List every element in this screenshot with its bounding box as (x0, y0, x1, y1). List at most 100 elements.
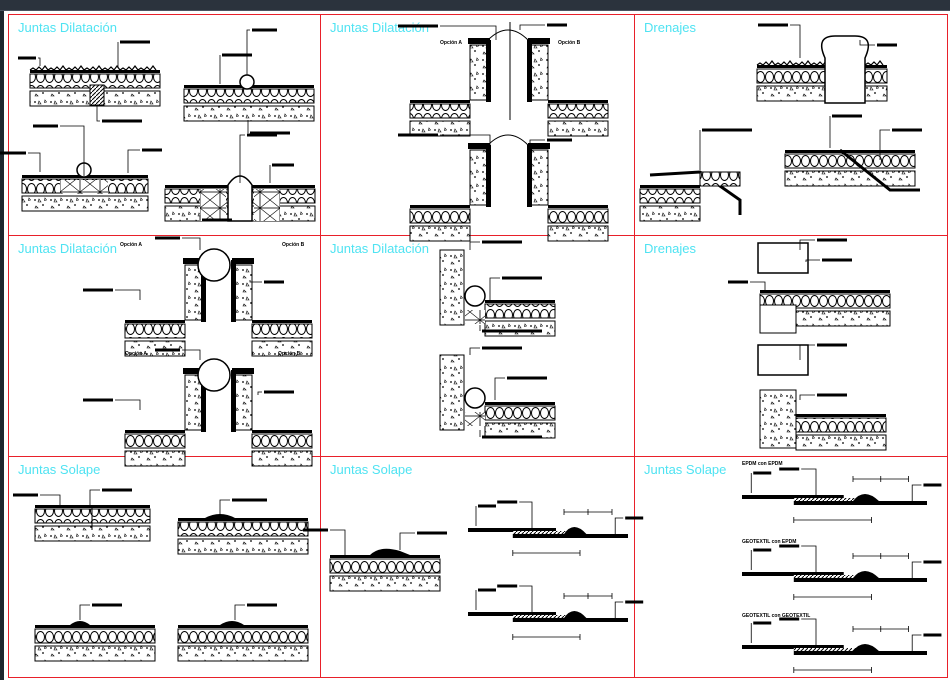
membrane-bottom (793, 651, 927, 655)
panel-title: Juntas Dilatación (18, 241, 117, 256)
annotation-leader (519, 585, 533, 612)
annotation-text (822, 258, 852, 262)
insulation-layer (795, 417, 887, 433)
option-b-label: Opción B (558, 40, 581, 46)
dimension-line (852, 626, 909, 632)
gutter-insulation (699, 171, 741, 187)
upstand-cap (183, 368, 205, 374)
canopy-box (757, 242, 809, 274)
annotation-leader (799, 239, 815, 250)
annotation-text (753, 471, 772, 475)
annotation-text (547, 23, 567, 27)
annotation-text (0, 151, 26, 155)
annotation-text (202, 218, 232, 222)
concrete-slab (177, 645, 309, 662)
annotation-text (497, 584, 518, 588)
annotation-leader (911, 484, 922, 501)
membrane-top (468, 612, 556, 616)
lap-title: GEOTEXTIL con EPDM (742, 539, 796, 545)
membrane-bottom (512, 618, 628, 622)
sealant-bead (70, 621, 90, 625)
joint-profile (197, 358, 231, 392)
annotation-text (482, 435, 542, 439)
annotation-text (779, 617, 800, 621)
concrete-slab (251, 340, 313, 357)
annotation-text (478, 504, 496, 508)
concrete-slab (784, 170, 916, 187)
annotation-leader (440, 134, 491, 148)
annotation-text (398, 24, 438, 28)
upstand-wall (233, 374, 253, 431)
concrete-slab (639, 205, 701, 222)
joint-block (200, 189, 226, 221)
annotation-leader (801, 468, 817, 495)
annotation-leader (519, 501, 533, 528)
insulation-layer (409, 103, 471, 119)
annotation-text (502, 276, 542, 280)
annotation-leader (879, 129, 890, 160)
annotation-leader (28, 152, 41, 172)
insulation-layer (784, 153, 916, 169)
annotation-leader (469, 241, 480, 250)
annotation-text (817, 393, 847, 397)
upstand-cap (528, 38, 550, 44)
sealant-bead (853, 644, 879, 651)
annotation-leader (330, 529, 346, 555)
membrane-layer (30, 70, 160, 73)
dimension-line (852, 553, 909, 559)
panel-title: Drenajes (644, 20, 697, 35)
dimension-line (512, 634, 581, 640)
option-b-label: Opción B (282, 242, 305, 248)
panel-title: Juntas Solape (330, 462, 413, 477)
wall (439, 354, 465, 431)
lap-title: EPDM con EPDM (742, 461, 783, 467)
membrane-bottom (793, 578, 927, 582)
insulation-layer (547, 103, 609, 119)
annotation-text (779, 544, 800, 548)
panel-juntas-solape-3[interactable]: Juntas Solape (634, 456, 948, 678)
upstand-wall (529, 149, 549, 206)
annotation-text (625, 516, 644, 520)
upstand-cap (468, 38, 490, 44)
annotation-text (102, 488, 132, 492)
annotation-text (482, 240, 522, 244)
annotation-text (547, 138, 572, 142)
membrane-layer (252, 430, 312, 433)
annotation-text (252, 28, 277, 32)
dimension-line (563, 509, 613, 515)
annotation-text (303, 528, 328, 532)
annotation-text (264, 280, 284, 284)
joint-block (254, 189, 280, 221)
annotation-text (232, 498, 267, 502)
membrane-layer (485, 402, 555, 405)
insulation-layer (34, 628, 156, 644)
annotation-text (222, 53, 252, 57)
upstand-membrane (201, 370, 206, 432)
annotation-text (92, 603, 122, 607)
insulation-layer (484, 405, 556, 421)
membrane-layer (548, 205, 608, 208)
lap-title: GEOTEXTIL con GEOTEXTIL (742, 613, 810, 619)
sealant-bead (564, 611, 587, 618)
joint-block (465, 412, 485, 426)
dimension-line (563, 593, 613, 599)
joint-block (465, 310, 485, 324)
annotation-text (753, 548, 772, 552)
annotation-text (753, 621, 772, 625)
option-b-label: Opción B (278, 351, 301, 357)
membrane-layer (125, 430, 185, 433)
upstand-membrane (527, 40, 532, 102)
annotation-leader (859, 40, 875, 46)
joint-profile (239, 74, 255, 90)
concrete-slab (183, 105, 315, 122)
option-a-label: Opción A (120, 242, 142, 248)
concrete-slab (409, 225, 471, 242)
option-a-label: Opción A (440, 40, 462, 46)
annotation-leader (489, 277, 500, 300)
annotation-text (33, 124, 58, 128)
sealant-bead (205, 514, 235, 518)
membrane-top (742, 572, 844, 576)
membrane-layer (796, 414, 886, 417)
annotation-text (13, 493, 38, 497)
drain-outlet (820, 35, 870, 104)
